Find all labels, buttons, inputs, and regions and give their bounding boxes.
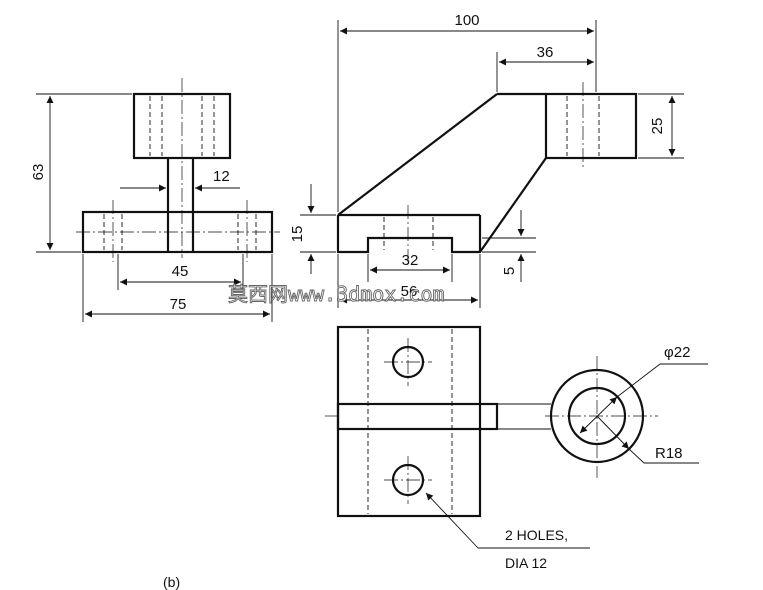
dim-63: 63 (30, 164, 47, 181)
dim-75: 75 (170, 296, 187, 313)
plan-view-dimensions: φ22 R18 2 HOLES, DIA 12 (425, 344, 708, 571)
note-holes-line2: DIA 12 (505, 555, 547, 571)
note-holes-line1: 2 HOLES, (505, 527, 568, 543)
watermark: 莫西网www.3dmox.com (228, 282, 445, 306)
side-view-dimensions: 100 36 25 15 5 32 56 (289, 12, 684, 308)
dim-36: 36 (537, 44, 554, 61)
front-view-dimensions: 63 12 45 75 (30, 93, 273, 322)
dim-25: 25 (649, 118, 666, 135)
figure-caption: (b) (163, 574, 180, 590)
dim-56: 56 (401, 283, 418, 300)
front-view (76, 78, 280, 262)
dim-15: 15 (289, 226, 306, 243)
dim-32: 32 (402, 252, 419, 269)
dim-bore-diameter: φ22 (664, 344, 690, 361)
dim-45: 45 (172, 263, 189, 280)
dim-100: 100 (454, 12, 479, 29)
dim-5: 5 (501, 267, 518, 275)
dim-12: 12 (213, 168, 230, 185)
dim-boss-radius: R18 (655, 445, 683, 462)
plan-view (325, 325, 658, 518)
side-view (336, 82, 638, 262)
